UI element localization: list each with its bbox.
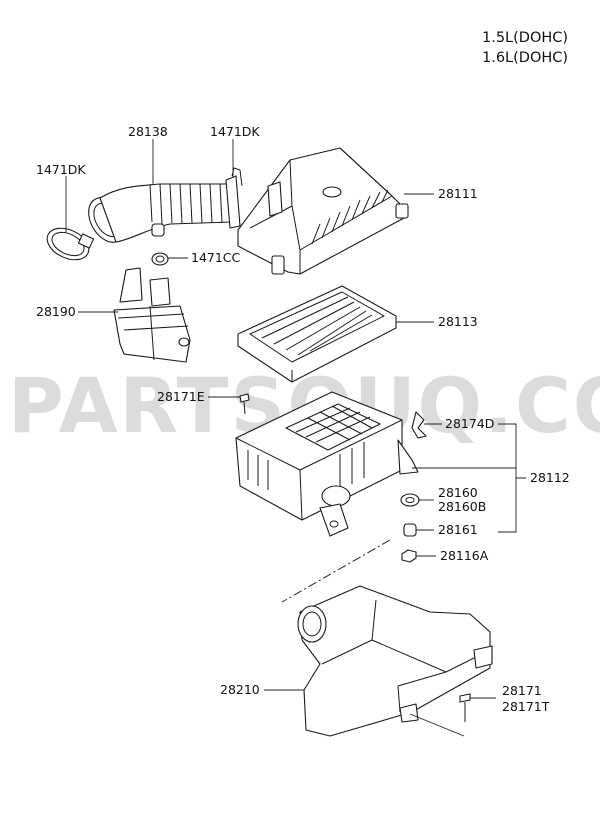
filter-element[interactable] — [237, 285, 397, 383]
bracket-28174d[interactable] — [411, 411, 427, 439]
grommet-28160[interactable] — [400, 493, 420, 507]
engine-spec-line2: 1.6L(DOHC) — [482, 50, 568, 66]
resonator[interactable] — [113, 267, 191, 363]
bolt-28171e[interactable] — [239, 393, 250, 415]
label-28171t[interactable]: 28171T — [502, 699, 550, 714]
label-28138[interactable]: 28138 — [128, 124, 168, 139]
label-28210[interactable]: 28210 — [220, 682, 260, 697]
label-1471dk-top[interactable]: 1471DK — [210, 124, 260, 139]
label-1471dk-left[interactable]: 1471DK — [36, 162, 86, 177]
label-28174d[interactable]: 28174D — [445, 416, 494, 431]
label-28116a[interactable]: 28116A — [440, 548, 489, 563]
collar-28161[interactable] — [403, 523, 417, 537]
bolt-28171[interactable] — [459, 693, 471, 722]
label-28160b[interactable]: 28160B — [438, 499, 486, 514]
label-1471cc[interactable]: 1471CC — [191, 250, 241, 265]
intake-duct[interactable] — [297, 585, 493, 737]
alignment-line — [281, 539, 391, 603]
leader-lines — [65, 139, 526, 737]
label-28160[interactable]: 28160 — [438, 485, 478, 500]
air-cleaner-body[interactable] — [235, 391, 419, 537]
label-28113[interactable]: 28113 — [438, 314, 478, 329]
label-28171e[interactable]: 28171E — [157, 389, 205, 404]
intake-hose[interactable] — [81, 167, 243, 249]
label-28112[interactable]: 28112 — [530, 470, 570, 485]
label-28161[interactable]: 28161 — [438, 522, 478, 537]
air-cleaner-cover[interactable] — [237, 147, 409, 275]
label-28190[interactable]: 28190 — [36, 304, 76, 319]
engine-spec-line1: 1.5L(DOHC) — [482, 30, 568, 46]
hose-clamp-left[interactable] — [42, 222, 95, 266]
clip-1471cc[interactable] — [151, 252, 169, 266]
label-28171[interactable]: 28171 — [502, 683, 542, 698]
label-28111[interactable]: 28111 — [438, 186, 478, 201]
nut-28116a[interactable] — [401, 549, 417, 563]
